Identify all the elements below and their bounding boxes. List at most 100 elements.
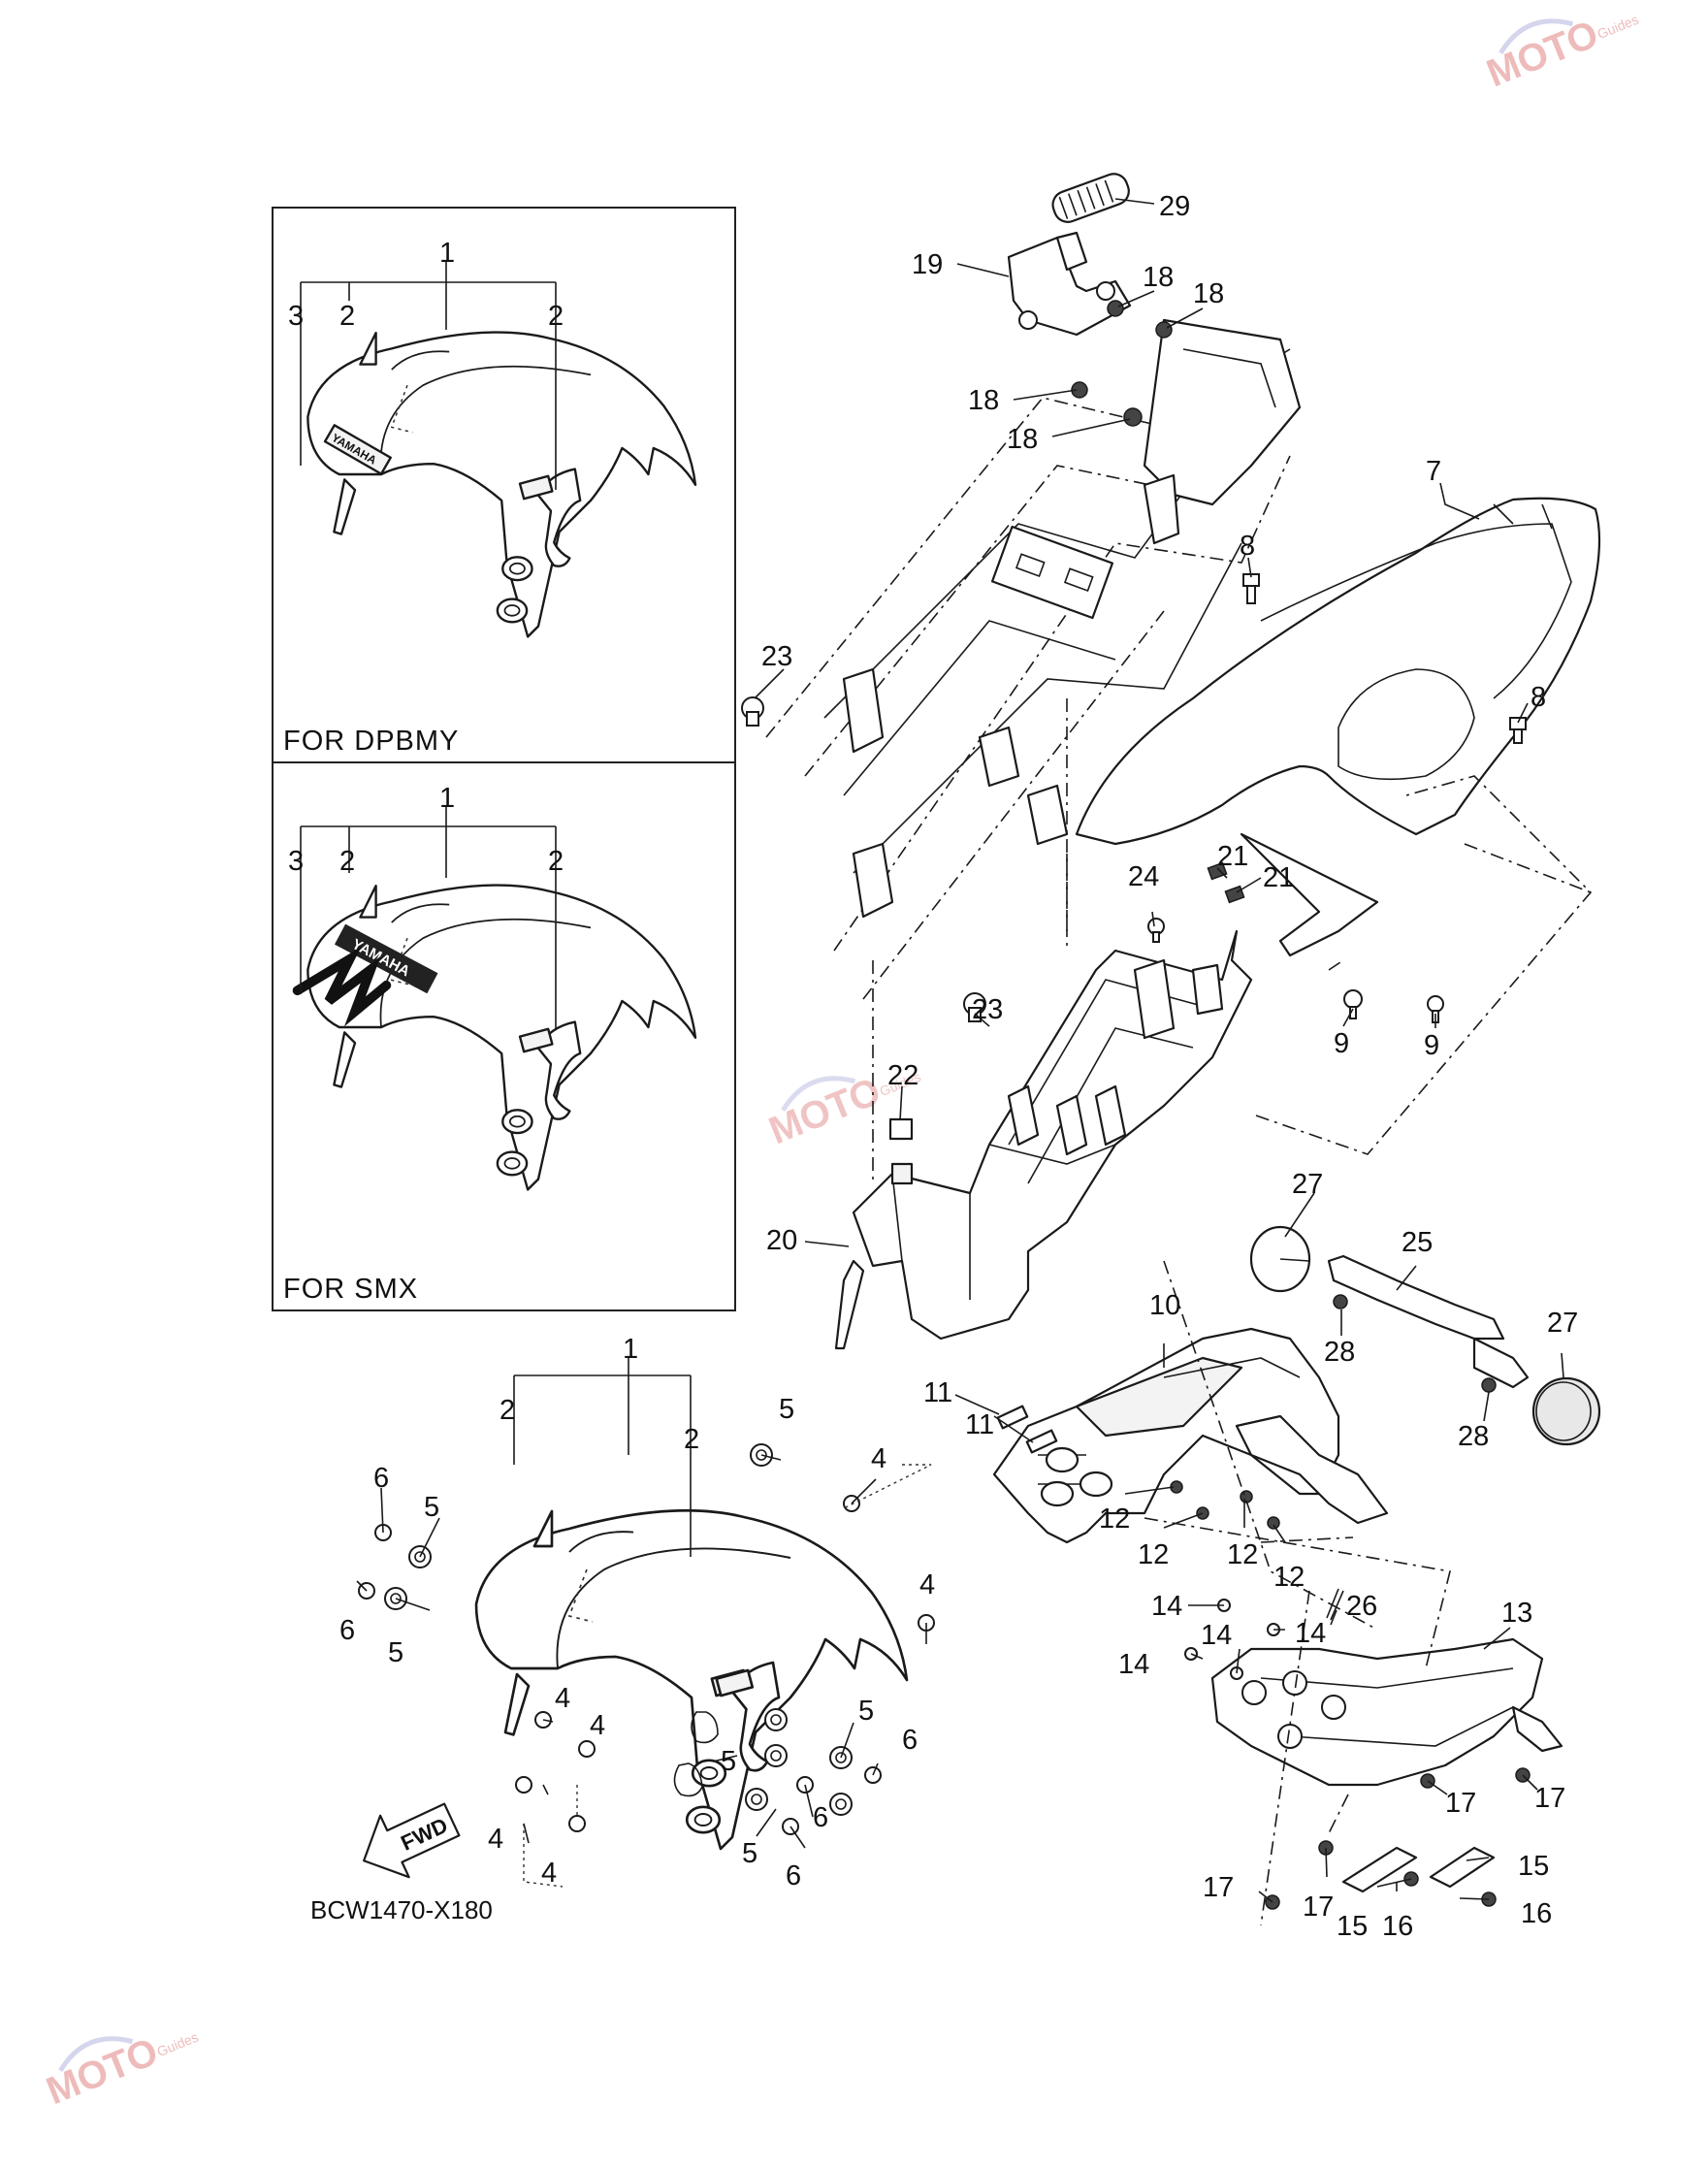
- callout: 27: [1547, 1308, 1578, 1339]
- callout: 28: [1324, 1337, 1355, 1368]
- callout: 18: [968, 385, 999, 416]
- seat-rail-frame: [765, 318, 1302, 1183]
- callout: 6: [813, 1802, 828, 1833]
- front-fender-smx: YAMAHA: [292, 884, 697, 1191]
- leader-lines: [300, 198, 1593, 1926]
- bolts: [741, 573, 1527, 1023]
- callout: 18: [1193, 278, 1224, 309]
- callout: 12: [1138, 1539, 1169, 1570]
- callout: 1: [623, 1334, 638, 1365]
- callout: 12: [1273, 1562, 1305, 1593]
- callout: 22: [887, 1060, 918, 1091]
- front-fender-main: [474, 1508, 909, 1851]
- callout: 27: [1292, 1169, 1323, 1200]
- callout: 4: [555, 1683, 570, 1714]
- callout: 21: [1217, 841, 1248, 872]
- callout: 2: [684, 1424, 699, 1455]
- inset-label-dpbmy: FOR DPBMY: [283, 726, 459, 757]
- callout: 18: [1007, 424, 1038, 455]
- callout-labels: 1 2 3 2 1 2 3 2 29 19 18 18 18 18 7 8 8 …: [288, 191, 1578, 1942]
- callout: 6: [339, 1615, 355, 1646]
- front-fender-dpbmy: YAMAHA: [306, 331, 697, 638]
- callout: 14: [1201, 1620, 1232, 1651]
- callout: 13: [1501, 1598, 1532, 1629]
- callout: 16: [1382, 1911, 1413, 1942]
- callout: 15: [1518, 1851, 1549, 1882]
- callout: 4: [590, 1710, 605, 1741]
- callout: 6: [902, 1725, 918, 1756]
- callout: 28: [1458, 1421, 1489, 1452]
- callout: 17: [1445, 1788, 1476, 1819]
- callout: 25: [1402, 1227, 1433, 1258]
- license-plate-brackets: [1170, 1480, 1531, 1910]
- callout: 12: [1099, 1503, 1130, 1535]
- callout: 7: [1426, 456, 1441, 487]
- svg-text:Guides: Guides: [1595, 12, 1641, 42]
- callout: 19: [912, 249, 943, 280]
- callout: 12: [1227, 1539, 1258, 1570]
- callout: 2: [339, 846, 355, 877]
- callout: 9: [1334, 1028, 1349, 1059]
- callout: 20: [766, 1225, 797, 1256]
- diagram-doc-id: BCW1470-X180: [310, 1895, 493, 1924]
- callout: 4: [541, 1858, 557, 1889]
- callout: 23: [761, 641, 792, 672]
- callout: 14: [1118, 1649, 1149, 1680]
- battery-box: [834, 929, 1253, 1350]
- callout: 9: [1424, 1030, 1439, 1061]
- callout: 14: [1151, 1591, 1182, 1622]
- callout: 16: [1521, 1898, 1552, 1929]
- forward-arrow: FWD: [363, 1802, 461, 1879]
- callout: 6: [786, 1860, 801, 1891]
- callout: 3: [288, 301, 304, 332]
- callout: 5: [858, 1696, 874, 1727]
- callout: 4: [488, 1824, 503, 1855]
- callout: 29: [1159, 191, 1190, 222]
- watermark-logo-top-right: MOTO Guides: [1481, 12, 1641, 96]
- callout: 23: [972, 994, 1003, 1025]
- callout: 2: [548, 846, 564, 877]
- rear-fender-10: [992, 1327, 1389, 1544]
- callout: 11: [923, 1377, 952, 1408]
- inset-box-smx: FOR SMX: [272, 761, 736, 1311]
- callout: 21: [1263, 862, 1294, 893]
- inset-box-dpbmy: FOR DPBMY: [272, 207, 736, 763]
- callout: 15: [1337, 1911, 1368, 1942]
- reflector-bracket: [1249, 1225, 1601, 1446]
- callout: 26: [1346, 1591, 1377, 1622]
- callout: 5: [424, 1492, 439, 1523]
- callout: 10: [1149, 1290, 1180, 1321]
- seat-lock-assembly: [1007, 173, 1132, 337]
- pad-22: [888, 1117, 914, 1141]
- callout: 17: [1203, 1872, 1234, 1903]
- rear-mudguard-13: [1210, 1637, 1563, 1787]
- callout: 17: [1534, 1783, 1565, 1814]
- callout: 3: [288, 846, 304, 877]
- nuts-18: [1071, 300, 1173, 427]
- callout: 5: [721, 1746, 736, 1777]
- callout: 5: [388, 1637, 403, 1668]
- callout: 8: [1531, 682, 1546, 713]
- svg-text:MOTO: MOTO: [763, 1070, 886, 1152]
- rear-cowl: [1075, 497, 1601, 957]
- watermark-logo-bottom-left: MOTO Guides: [41, 2029, 201, 2114]
- svg-text:MOTO: MOTO: [41, 2030, 164, 2113]
- callout: 18: [1143, 262, 1174, 293]
- callout: 11: [965, 1409, 994, 1440]
- inset-label-smx: FOR SMX: [283, 1274, 418, 1305]
- svg-text:Guides: Guides: [155, 2029, 201, 2059]
- callout: 4: [919, 1569, 935, 1600]
- callout: 5: [779, 1394, 794, 1425]
- callout: 8: [1240, 531, 1255, 562]
- callout: 14: [1295, 1618, 1326, 1649]
- callout: 6: [373, 1463, 389, 1494]
- callout: 17: [1303, 1891, 1334, 1923]
- svg-text:MOTO: MOTO: [1481, 13, 1604, 95]
- callout: 1: [439, 783, 455, 814]
- callout: 5: [742, 1838, 757, 1869]
- callout: 4: [871, 1443, 886, 1474]
- callout: 24: [1128, 861, 1159, 892]
- callout: 1: [439, 238, 455, 269]
